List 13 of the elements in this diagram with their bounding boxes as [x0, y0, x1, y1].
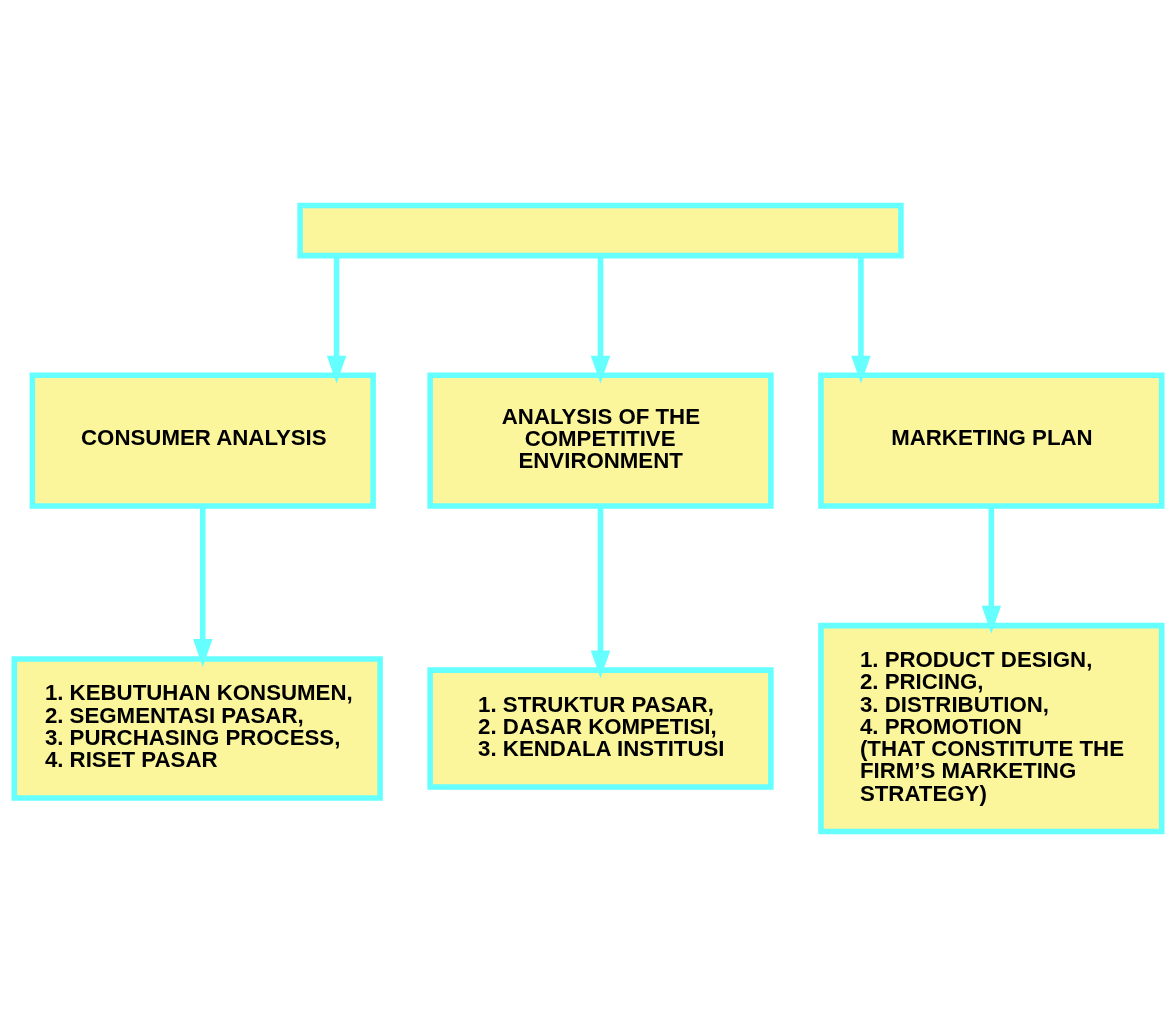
arrow [981, 505, 1002, 634]
arrow [193, 505, 213, 667]
node-box: MARKETING PLAN [818, 371, 1165, 509]
node-box: 1. KEBUTUHAN KONSUMEN, 2. SEGMENTASI PASAR, 3. PURCHASING PROCESS, 4. RISET PASAR [11, 655, 383, 801]
node-box [297, 202, 904, 258]
arrow [590, 255, 611, 384]
arrow [326, 255, 347, 384]
node-box: ANALYSIS OF THE COMPETITIVE ENVIRONMENT [427, 371, 774, 509]
node-box: CONSUMER ANALYSIS [29, 371, 376, 509]
node-box: 1. PRODUCT DESIGN, 2. PRICING, 3. DISTRIBUTION, 4. PROMOTION (THAT CONSTITUTE THE FIRM’S MARKETING STRATEGY) [818, 622, 1165, 834]
node-box: 1. STRUKTUR PASAR, 2. DASAR KOMPETISI, 3. KENDALA INSTITUSI [427, 666, 774, 790]
arrow [590, 505, 611, 678]
arrow [851, 255, 871, 384]
